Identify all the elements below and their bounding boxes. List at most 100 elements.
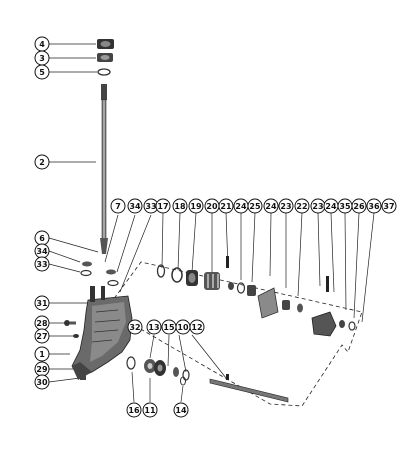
callout-label: 24 — [265, 202, 277, 211]
callout-circle — [351, 198, 367, 214]
callout-circle — [34, 346, 50, 362]
callout-label: 23 — [312, 202, 323, 211]
callout-14: 14 — [173, 402, 189, 418]
callout-29: 29 — [34, 361, 50, 377]
callout-label: 36 — [368, 202, 380, 211]
callout-26: 26 — [351, 198, 367, 214]
callout-circle — [142, 402, 158, 418]
callout-27: 27 — [34, 328, 50, 344]
ring-14 — [180, 376, 186, 386]
callout-label: 6 — [39, 234, 45, 243]
ring-25 — [236, 282, 246, 294]
callout-label: 17 — [157, 202, 168, 211]
callout-label: 31 — [36, 299, 48, 308]
callout-circle — [366, 198, 382, 214]
callout-label: 13 — [148, 323, 159, 332]
bearing-4 — [97, 39, 114, 49]
callout-label: 18 — [174, 202, 186, 211]
callout-32: 32 — [127, 319, 143, 335]
callout-label: 4 — [39, 40, 45, 49]
callout-6: 6 — [34, 230, 50, 246]
callout-31: 31 — [34, 295, 50, 311]
callout-label: 37 — [383, 202, 394, 211]
callout-22: 22 — [294, 198, 310, 214]
clutch-24 — [247, 285, 256, 296]
callout-label: 11 — [144, 406, 156, 415]
callout-35: 35 — [337, 198, 353, 214]
callout-18: 18 — [172, 198, 188, 214]
callout-label: 33 — [145, 202, 156, 211]
callout-28: 28 — [34, 315, 50, 331]
callout-label: 14 — [175, 406, 187, 415]
seal-27 — [73, 334, 79, 338]
callout-16: 16 — [126, 402, 142, 418]
callout-circle — [173, 402, 189, 418]
pin-21 — [226, 256, 229, 268]
callout-37: 37 — [381, 198, 397, 214]
callout-2: 2 — [34, 154, 50, 170]
callout-10: 10 — [175, 319, 191, 335]
callout-label: 7 — [115, 202, 121, 211]
callout-label: 35 — [339, 202, 351, 211]
callout-17: 17 — [155, 198, 171, 214]
bearing-3 — [97, 53, 113, 62]
gear-20 — [204, 272, 220, 290]
callout-36: 36 — [366, 198, 382, 214]
callout-circle — [172, 198, 188, 214]
bearing-13 — [154, 360, 166, 376]
callout-label: 28 — [36, 319, 48, 328]
callout-19: 19 — [188, 198, 204, 214]
screw-28 — [64, 320, 76, 326]
callout-15: 15 — [161, 319, 177, 335]
callout-label: 16 — [128, 406, 140, 415]
callout-label: 34 — [129, 202, 141, 211]
callout-label: 10 — [177, 323, 189, 332]
assembly-dashed-line — [109, 261, 363, 407]
callout-label: 22 — [296, 202, 307, 211]
callout-label: 24 — [235, 202, 247, 211]
pin-35 — [326, 276, 329, 292]
callout-circle — [110, 198, 126, 214]
callout-label: 34 — [36, 247, 48, 256]
o-ring-17 — [156, 264, 166, 278]
bearing-19 — [186, 270, 198, 286]
gear-23 — [257, 287, 279, 319]
washer-33b — [107, 279, 119, 287]
callout-23: 23 — [278, 198, 294, 214]
cap-26 — [311, 311, 337, 337]
ring-5 — [97, 68, 111, 76]
bearing-22 — [282, 300, 290, 310]
nut-37 — [348, 321, 356, 331]
callout-circle — [146, 319, 162, 335]
leader-lines — [48, 43, 375, 403]
callout-circle — [189, 319, 205, 335]
callout-34: 34 — [34, 243, 50, 259]
callout-circle — [34, 295, 50, 311]
callout-label: 20 — [206, 202, 218, 211]
callout-circle — [127, 198, 143, 214]
callout-34: 34 — [127, 198, 143, 214]
callout-circle — [294, 198, 310, 214]
washer-23 — [297, 303, 303, 313]
callout-circle — [278, 198, 294, 214]
callout-circle — [188, 198, 204, 214]
callout-circle — [263, 198, 279, 214]
callout-3: 3 — [34, 50, 50, 66]
callout-7: 7 — [110, 198, 126, 214]
callout-1: 1 — [34, 346, 50, 362]
callout-circle — [34, 374, 50, 390]
callout-25: 25 — [247, 198, 263, 214]
callout-label: 24 — [325, 202, 337, 211]
callout-label: 2 — [39, 158, 45, 167]
callout-circle — [126, 402, 142, 418]
callout-label: 30 — [36, 378, 48, 387]
plug-30 — [80, 375, 86, 380]
callout-label: 15 — [163, 323, 175, 332]
callout-23: 23 — [310, 198, 326, 214]
washer-34b — [106, 269, 116, 275]
callout-label: 33 — [36, 260, 47, 269]
callout-circle — [34, 256, 50, 272]
